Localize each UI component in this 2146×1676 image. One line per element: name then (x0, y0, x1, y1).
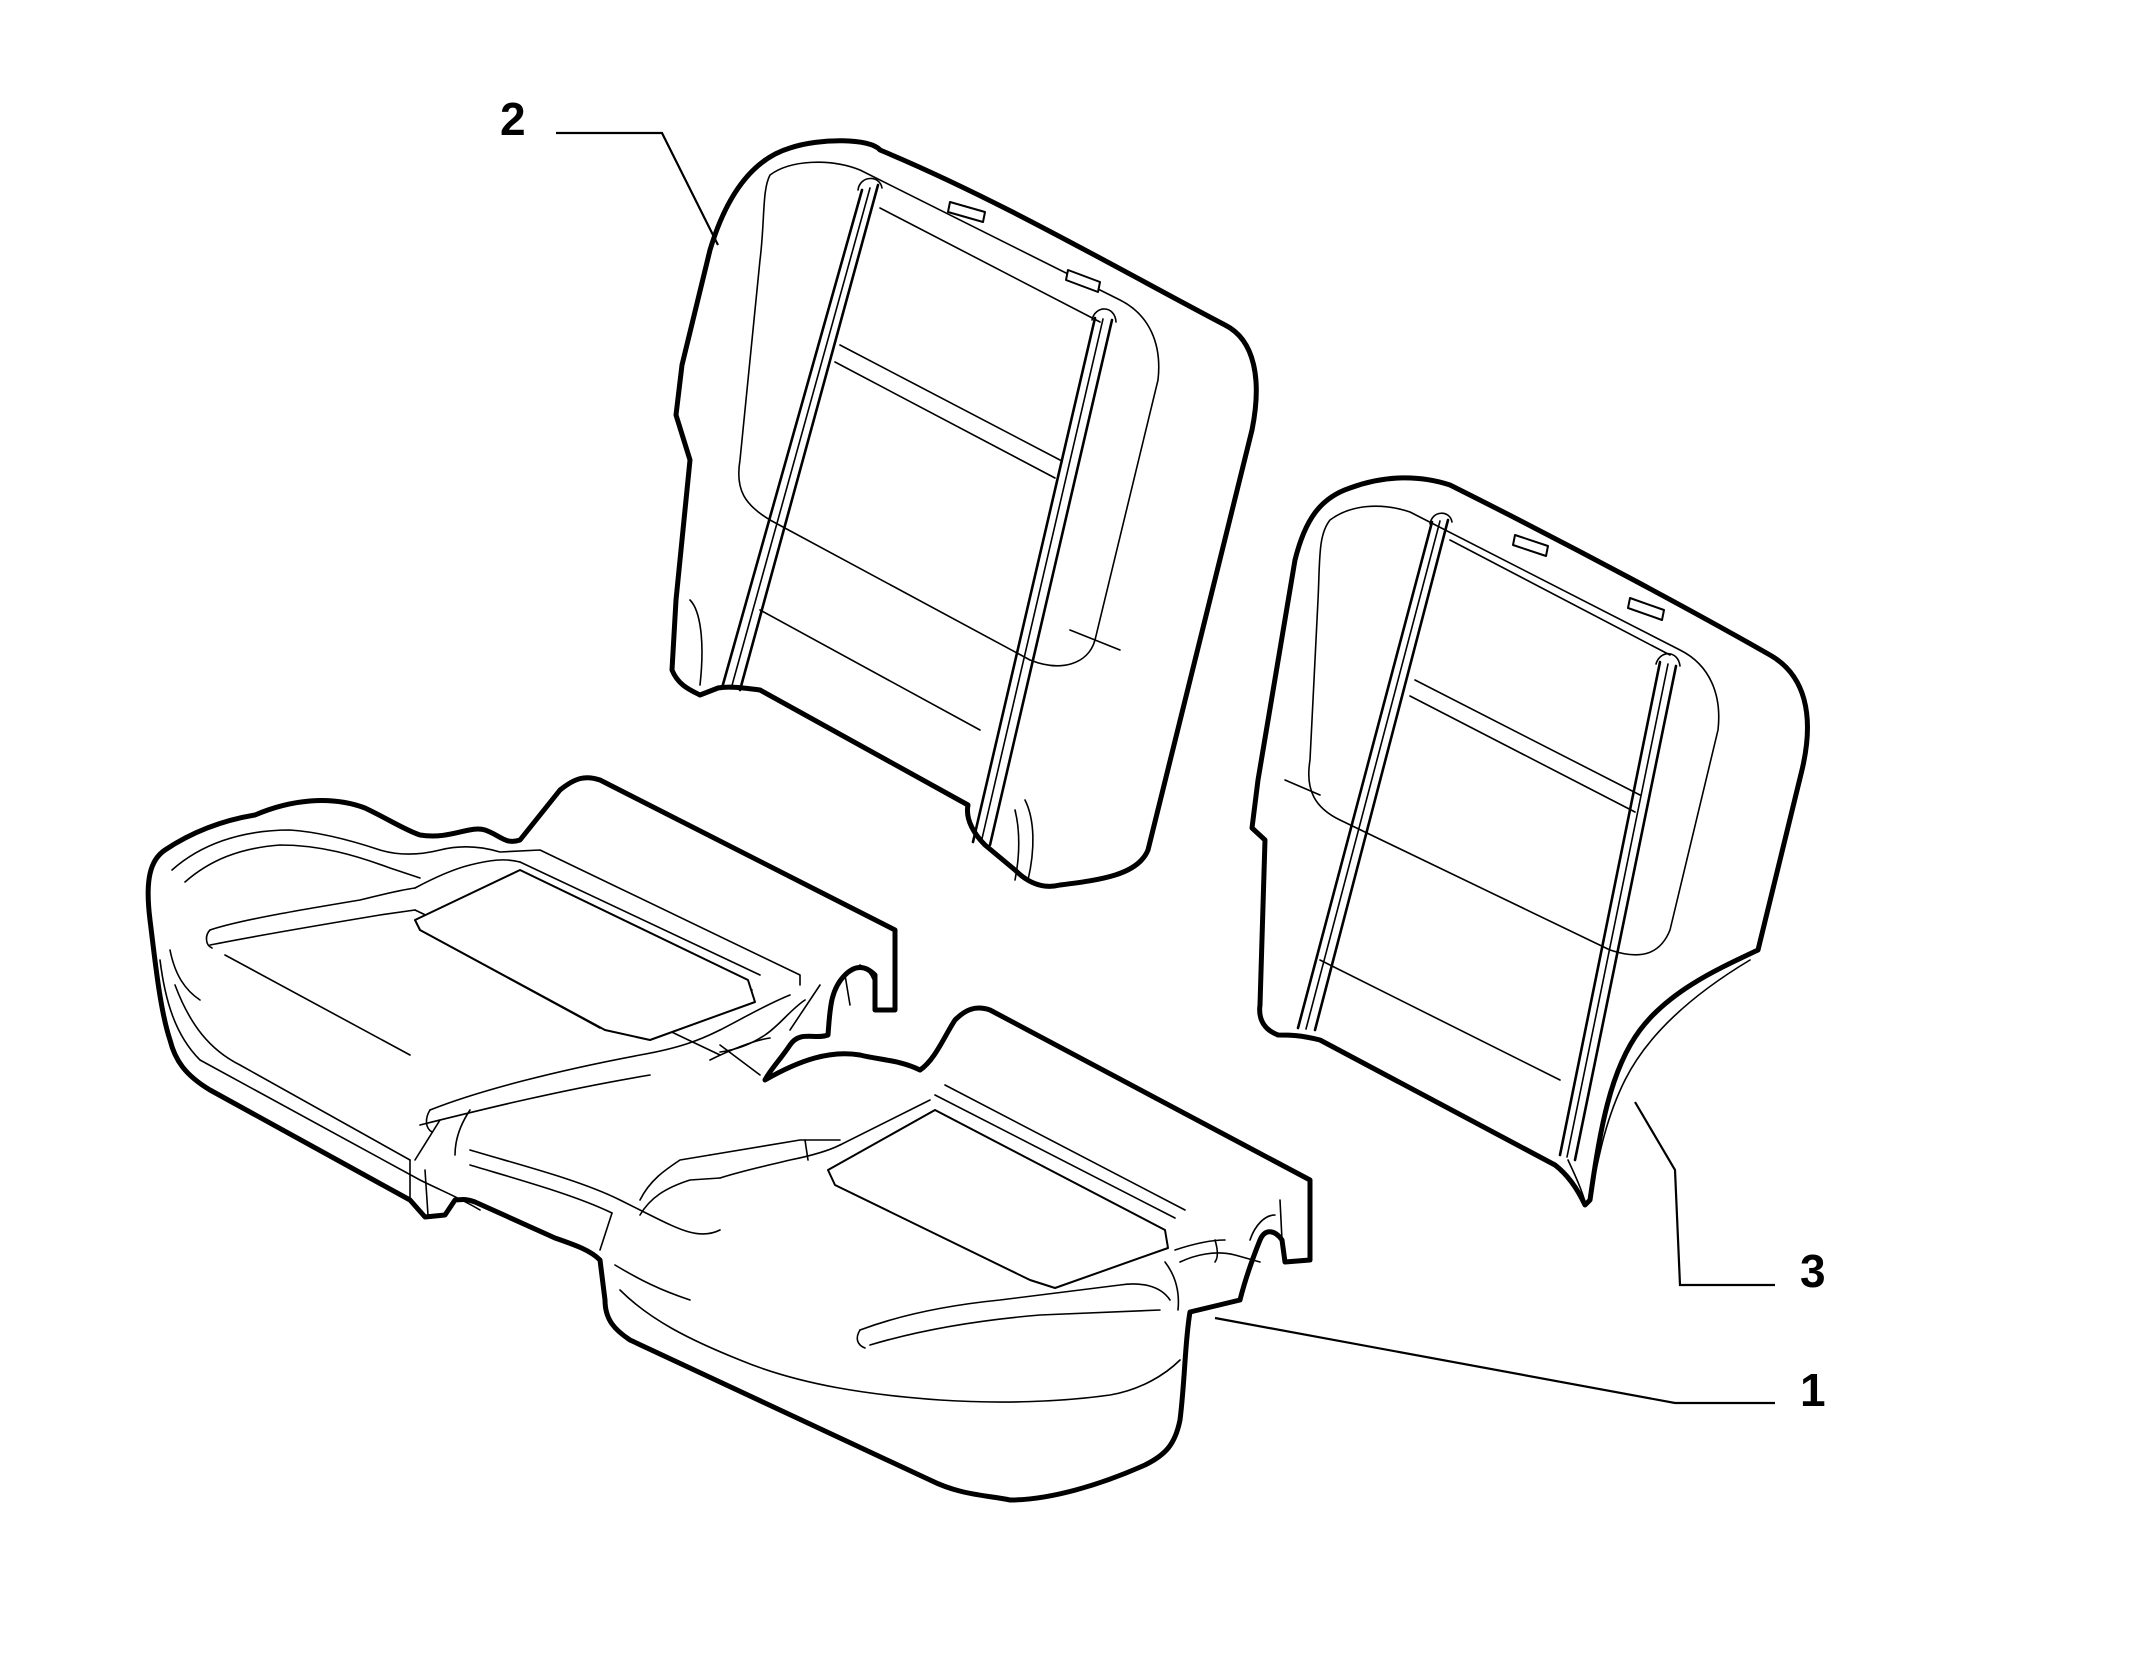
callout-2: 2 (500, 93, 526, 145)
leader-line-3 (1634, 1101, 1775, 1287)
left-backrest[interactable] (669, 138, 1259, 889)
callout-3: 3 (1800, 1245, 1826, 1297)
callout-labels: 2 3 1 (500, 93, 1826, 1416)
seat-cushion[interactable] (145, 775, 1313, 1503)
leader-lines (556, 131, 1775, 1405)
leader-line-1 (1214, 1316, 1775, 1405)
leader-line-2 (556, 131, 719, 246)
callout-1: 1 (1800, 1364, 1826, 1416)
right-backrest[interactable] (1249, 475, 1810, 1208)
